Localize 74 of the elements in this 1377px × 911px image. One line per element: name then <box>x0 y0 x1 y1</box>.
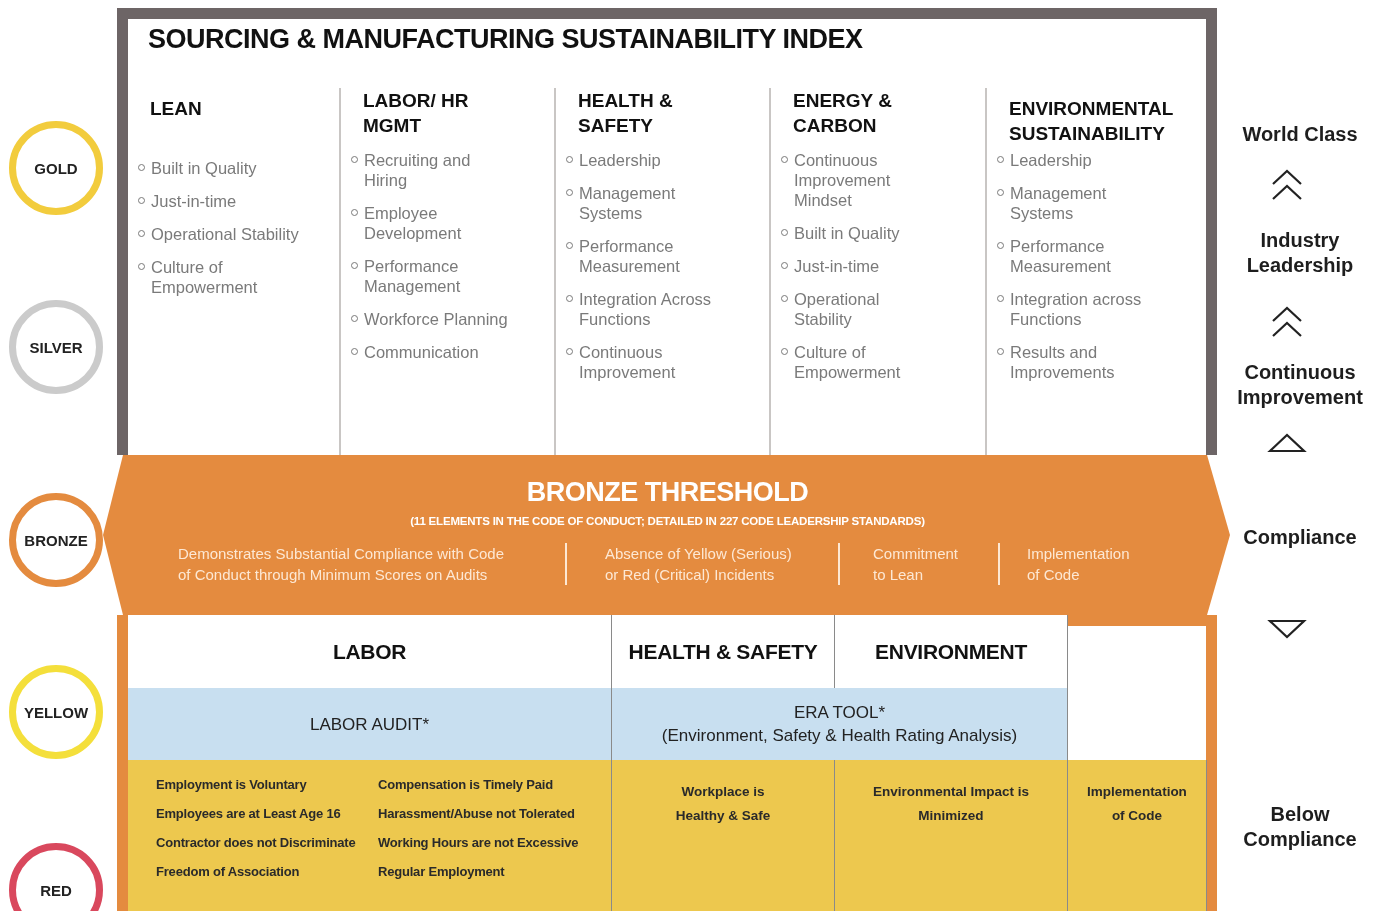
standard-text: Workplace is Healthy & Safe <box>674 783 772 825</box>
standard-text: Working Hours are not Excessive <box>378 835 580 852</box>
tool-text: ERA TOOL* <box>794 702 885 724</box>
column-heading: LEAN <box>150 97 203 121</box>
standard-text: Harassment/Abuse not Tolerated <box>378 806 576 823</box>
column-heading: ENERGY & CARBON <box>793 89 893 138</box>
criteria-item: Continuous Improvement Mindset <box>781 150 924 210</box>
level-name: GOLD <box>34 159 78 177</box>
level-name: BRONZE <box>24 531 88 549</box>
level-name: RED <box>40 881 72 899</box>
standards-cell <box>835 760 1068 911</box>
criteria-item: Employee Development <box>351 203 514 243</box>
column-heading: ENVIRONMENTAL SUSTAINABILITY <box>1009 97 1174 146</box>
tool-text: LABOR AUDIT* <box>309 713 429 736</box>
tool-cell <box>128 688 612 760</box>
standard-text: Contractor does not Discriminate <box>156 835 357 852</box>
requirement-text: Absence of Yellow (Serious) or Red (Critical) Incidents <box>565 543 798 585</box>
criteria-item: Results and Improvements <box>997 342 1170 382</box>
criteria-item: Performance Measurement <box>997 236 1170 276</box>
standard-text: Employment is Voluntary <box>156 777 308 794</box>
tier-label: Compliance <box>1242 525 1358 550</box>
band-subtitle: (11 ELEMENTS IN THE CODE OF CONDUCT; DETAILED IN 227 CODE LEADERSHIP STANDARDS) <box>409 515 926 527</box>
criteria-item: Just-in-time <box>138 191 331 211</box>
criteria-item: Operational Stability <box>138 224 331 244</box>
level-ring <box>9 843 103 911</box>
criteria-item: Performance Measurement <box>566 236 739 276</box>
standard-text: Regular Employment <box>378 864 506 881</box>
criteria-item: Integration Across Functions <box>566 289 739 329</box>
criteria-item: Built in Quality <box>138 158 331 178</box>
standard-text: Compensation is Timely Paid <box>378 777 554 794</box>
tier-label: World Class <box>1241 122 1359 147</box>
table-header-cell <box>612 615 835 688</box>
criteria-item: Management Systems <box>566 183 739 223</box>
criteria-item: Operational Stability <box>781 289 924 329</box>
threshold-band <box>103 455 1232 615</box>
band-heading: BRONZE THRESHOLD <box>525 477 810 508</box>
column-heading: HEALTH & SAFETY <box>578 89 674 138</box>
standards-cell <box>1068 760 1207 911</box>
tier-label: Below Compliance <box>1242 802 1358 852</box>
standard-text: Environmental Impact is Minimized <box>871 783 1030 825</box>
standards-cell <box>612 760 835 911</box>
tier-label: Continuous Improvement <box>1236 360 1364 410</box>
criteria-item: Continuous Improvement <box>566 342 739 382</box>
criteria-item: Culture of Empowerment <box>781 342 924 382</box>
criteria-item: Culture of Empowerment <box>138 257 331 297</box>
criteria-item: Leadership <box>997 150 1170 170</box>
criteria-item: Performance Management <box>351 256 514 296</box>
standards-cell <box>128 760 612 911</box>
level-name: SILVER <box>29 338 83 356</box>
standard-text: Implementation of Code <box>1086 783 1188 825</box>
level-name: YELLOW <box>23 703 89 721</box>
header-text: ENVIRONMENT <box>875 639 1027 664</box>
header-text: HEALTH & SAFETY <box>628 639 818 664</box>
criteria-item: Workforce Planning <box>351 309 514 329</box>
tier-label: Industry Leadership <box>1245 228 1355 278</box>
title: SOURCING & MANUFACTURING SUSTAINABILITY INDEX <box>148 24 863 55</box>
requirement-text: Implementation of Code <box>998 543 1138 585</box>
requirement-text: Demonstrates Substantial Compliance with Code of Conduct through Minimum Scores on Audits <box>178 544 505 585</box>
standard-text: Employees are at Least Age 16 <box>156 806 342 823</box>
criteria-item: Integration across Functions <box>997 289 1170 329</box>
table-header-cell <box>128 615 612 688</box>
header-text: LABOR <box>332 639 407 664</box>
tool-text: (Environment, Safety & Health Rating Analysis) <box>661 725 1018 747</box>
criteria-item: Recruiting and Hiring <box>351 150 514 190</box>
requirement-text: Commitment to Lean <box>838 543 963 585</box>
table-header-cell <box>835 615 1068 688</box>
standard-text: Freedom of Association <box>156 864 301 881</box>
criteria-item: Built in Quality <box>781 223 924 243</box>
column-heading: LABOR/ HR MGMT <box>363 89 470 138</box>
criteria-item: Just-in-time <box>781 256 924 276</box>
criteria-item: Leadership <box>566 150 739 170</box>
criteria-item: Management Systems <box>997 183 1170 223</box>
criteria-item: Communication <box>351 342 514 362</box>
tool-cell <box>612 688 1068 760</box>
